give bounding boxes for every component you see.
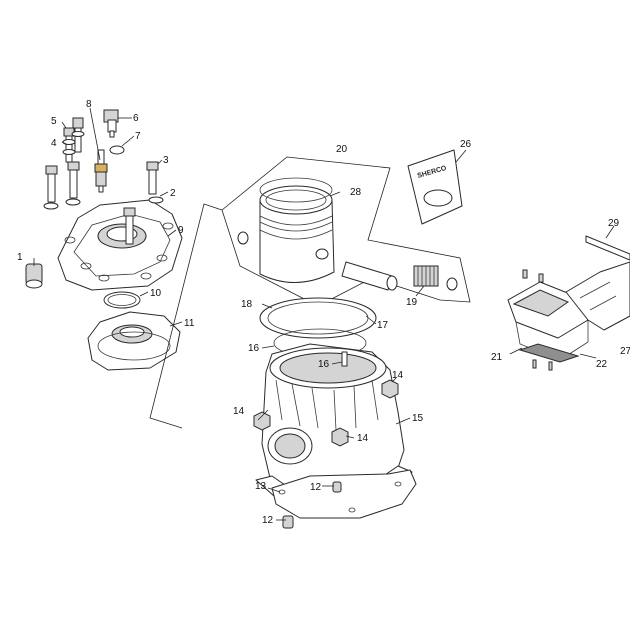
cylinder-nut xyxy=(331,427,349,447)
piston-ring xyxy=(259,177,333,203)
piston-pin-clip xyxy=(446,277,458,291)
callout-15: 15 xyxy=(412,413,424,424)
leader-lines xyxy=(33,107,615,521)
callout-20: 20 xyxy=(336,144,348,155)
callout-16-lower: 16 xyxy=(248,343,260,354)
callout-4: 4 xyxy=(51,138,57,149)
callout-2: 2 xyxy=(170,188,176,199)
head-bolt xyxy=(146,161,159,195)
callout-18: 18 xyxy=(241,299,253,310)
callout-21: 21 xyxy=(491,352,503,363)
piston xyxy=(259,185,335,283)
callout-1: 1 xyxy=(17,252,23,263)
callout-19: 19 xyxy=(406,297,418,308)
callout-12-upper: 12 xyxy=(310,482,322,493)
callout-14-right: 14 xyxy=(392,370,404,381)
base-dowel xyxy=(282,515,294,529)
cylinder-nut xyxy=(381,379,399,399)
base-dowel xyxy=(332,481,342,493)
head-bolt xyxy=(123,207,136,245)
callout-14-center: 14 xyxy=(357,433,369,444)
cylinder-dowel xyxy=(341,351,348,367)
callout-16-upper: 16 xyxy=(318,359,330,370)
reed-valve-group xyxy=(507,235,630,371)
decal-kit: SHERCO xyxy=(407,149,463,225)
reed-petal xyxy=(518,343,580,363)
callout-7: 7 xyxy=(135,131,141,142)
cylinder-group xyxy=(255,297,413,515)
callout-6: 6 xyxy=(133,113,139,124)
callout-13: 13 xyxy=(255,481,267,492)
piston-kit-outline xyxy=(221,156,471,307)
callouts: 1 2 3 4 5 6 7 8 9 10 11 12 13 12 14 14 1… xyxy=(17,99,630,526)
callout-12-lower: 12 xyxy=(262,515,274,526)
callout-11: 11 xyxy=(184,318,195,329)
cylinder-head-gasket xyxy=(259,297,377,339)
sealing-washer xyxy=(109,145,125,155)
callout-26: 26 xyxy=(460,139,472,150)
callout-17: 17 xyxy=(377,320,389,331)
callout-8: 8 xyxy=(86,99,92,110)
callout-3: 3 xyxy=(163,155,169,166)
temperature-sensor xyxy=(103,109,119,138)
cylinder-head-group xyxy=(25,109,183,371)
callout-27: 27 xyxy=(620,346,630,357)
callout-22: 22 xyxy=(596,359,608,370)
callout-5: 5 xyxy=(51,116,57,127)
callout-14-left: 14 xyxy=(233,406,245,417)
piston-pin xyxy=(341,261,398,291)
callout-10: 10 xyxy=(150,288,162,299)
needle-bearing xyxy=(413,265,439,287)
head-stud xyxy=(62,127,76,163)
callout-28: 28 xyxy=(350,187,362,198)
head-bolt xyxy=(65,161,81,206)
head-bolt xyxy=(43,165,59,210)
head-fitting xyxy=(25,263,43,289)
cylinder-nut xyxy=(253,411,271,431)
head-stud xyxy=(71,117,85,153)
spark-plug xyxy=(94,149,108,193)
piston-pin-clip xyxy=(237,231,249,245)
cylinder-base-gasket xyxy=(271,469,417,519)
callout-29: 29 xyxy=(608,218,620,229)
callout-9: 9 xyxy=(178,225,184,236)
